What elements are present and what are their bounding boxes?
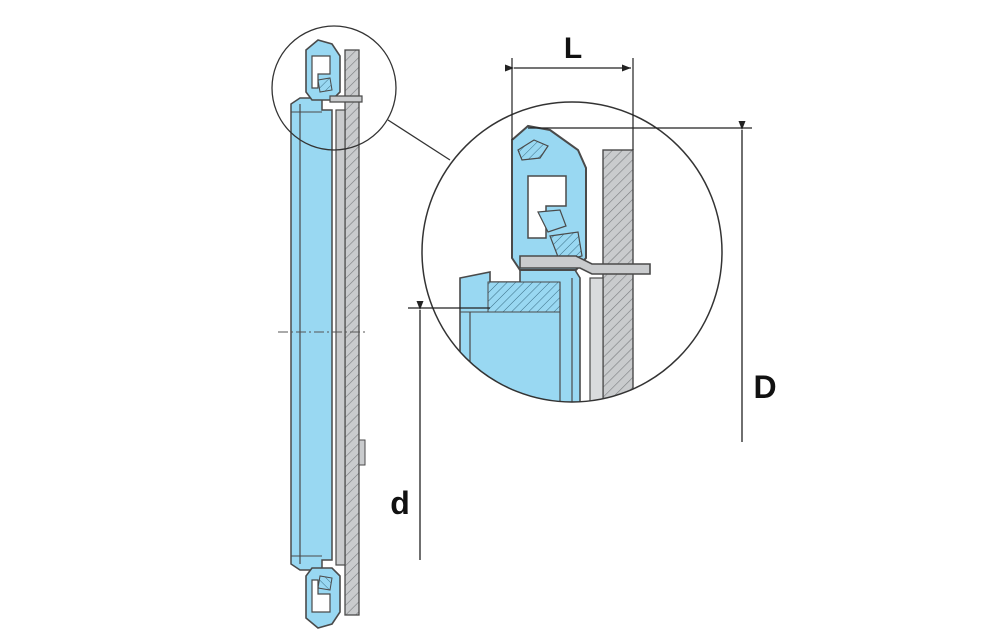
bottom-lip-profile	[305, 567, 341, 629]
plate-inner-strip	[335, 109, 346, 566]
dimension-L: L	[505, 32, 634, 150]
section-view	[278, 39, 368, 629]
seal-body	[290, 97, 333, 571]
top-lip-profile	[305, 39, 363, 103]
detail-circle	[421, 101, 723, 403]
label-D: D	[753, 369, 776, 405]
detail-view	[459, 124, 651, 402]
dimension-d: d	[390, 301, 490, 560]
dimension-D: D	[528, 121, 777, 442]
detail-callout-circle	[271, 25, 397, 151]
label-d: d	[390, 485, 410, 521]
label-L: L	[564, 32, 582, 65]
detail-leader-line	[387, 119, 451, 161]
plate-tab	[358, 439, 366, 466]
